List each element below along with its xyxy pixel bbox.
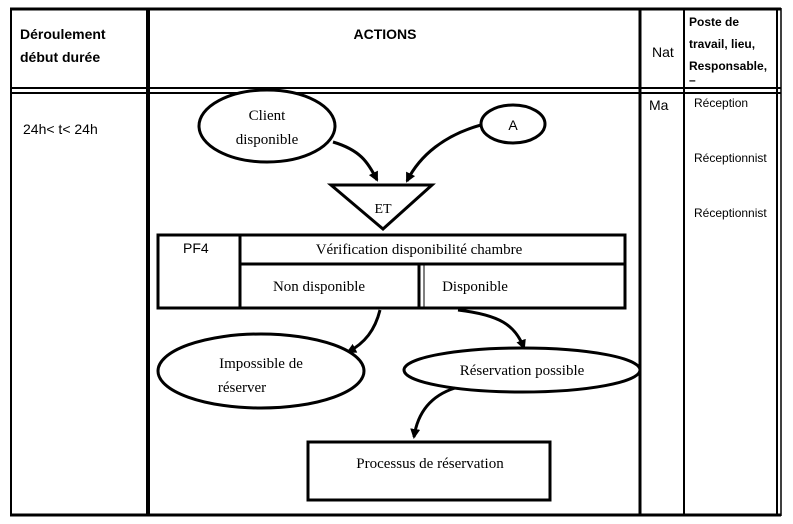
- connector-a-node: [479, 103, 547, 145]
- reservation-possible-node: [402, 346, 642, 394]
- header-nat: Nat: [652, 44, 674, 60]
- non-disponible-label: Non disponible: [273, 279, 365, 295]
- header-deroulement-line1: Déroulement: [20, 26, 106, 42]
- client-line2: disponible: [236, 132, 299, 148]
- et-label: ET: [374, 202, 392, 217]
- impossible-node: [156, 332, 366, 410]
- header-poste-line2: travail, lieu,: [689, 37, 755, 51]
- poste-item: Réception: [694, 96, 748, 110]
- connector-a-label: A: [508, 117, 518, 133]
- arrow-client-to-et: [332, 140, 379, 182]
- duration-text: 24h< t< 24h: [23, 121, 98, 137]
- poste-item: Réceptionnist: [694, 206, 767, 220]
- arrow-a-to-et: [405, 123, 482, 183]
- reservation-possible-label: Réservation possible: [460, 363, 585, 379]
- header-poste-line1: Poste de: [689, 15, 739, 29]
- arrow-to-processus: [410, 386, 456, 439]
- header-deroulement-line2: début durée: [20, 49, 100, 65]
- processus-label: Processus de réservation: [356, 456, 504, 472]
- flow-diagram: Client disponible A ET PF4 Vérification …: [156, 88, 642, 502]
- processus-box: [306, 440, 552, 502]
- table-grid: [10, 7, 782, 517]
- pf4-box: [156, 233, 627, 310]
- impossible-line2: réserver: [218, 380, 266, 396]
- header-poste-line3: Responsable,: [689, 59, 767, 73]
- poste-item: Réceptionnist: [694, 151, 767, 165]
- header-poste: Poste de travail, lieu, Responsable, –: [689, 15, 767, 87]
- nat-value: Ma: [649, 97, 669, 113]
- et-gate: [326, 183, 436, 231]
- impossible-line1: Impossible de: [219, 356, 303, 372]
- disponible-label: Disponible: [442, 279, 508, 295]
- verification-label: Vérification disponibilité chambre: [316, 242, 523, 258]
- arrow-non-disponible: [346, 309, 382, 354]
- header-poste-line4: –: [689, 73, 696, 87]
- poste-list: Réception Réceptionnist Réceptionnist: [694, 96, 767, 220]
- client-line1: Client: [249, 108, 286, 124]
- header-deroulement: Déroulement début durée: [20, 26, 106, 65]
- arrow-disponible: [457, 308, 526, 350]
- header-actions: ACTIONS: [354, 26, 417, 42]
- client-disponible-node: [197, 88, 337, 164]
- pf4-label: PF4: [183, 240, 209, 256]
